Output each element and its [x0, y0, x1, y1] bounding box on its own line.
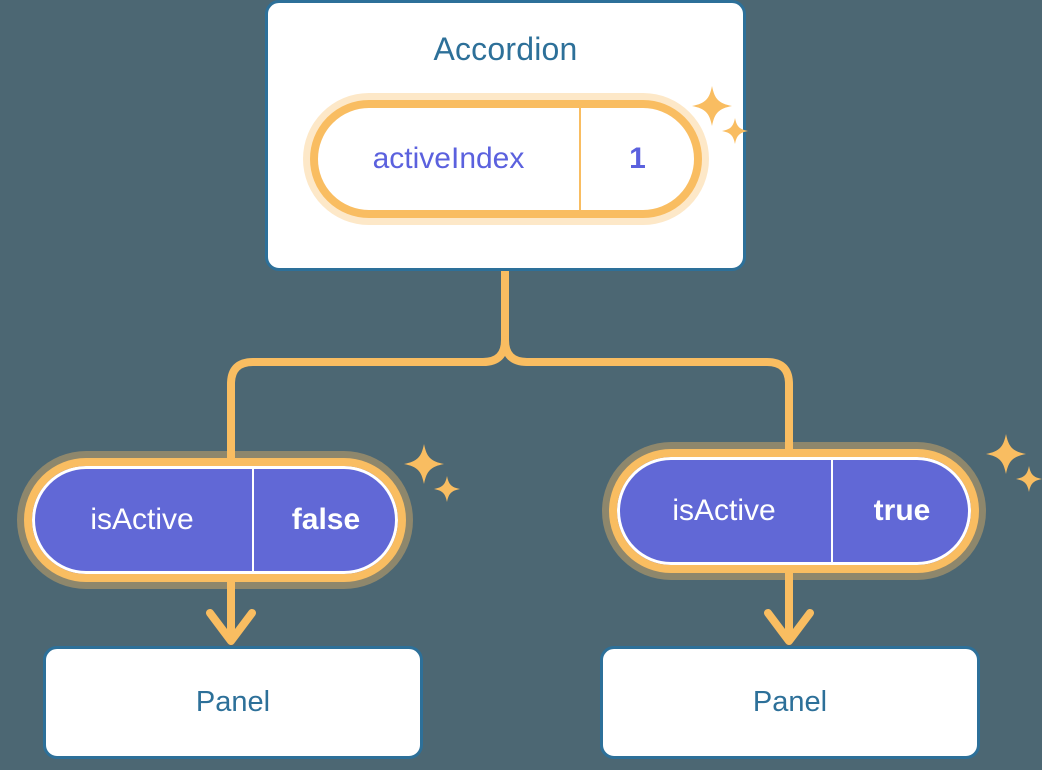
- sparkle-icon: [986, 434, 1042, 492]
- state-pill-isactive-true[interactable]: isActive true: [609, 449, 979, 573]
- sparkle-icon: [404, 444, 460, 502]
- sparkle-icon-small: [1016, 466, 1042, 492]
- panel-label: Panel: [195, 686, 271, 718]
- trunk-connector: [479, 267, 509, 366]
- panel-card-right[interactable]: Panel: [600, 646, 980, 759]
- branch-left-connector: [227, 358, 487, 466]
- state-key-label: isActive: [617, 457, 833, 565]
- state-value-label: 1: [629, 142, 646, 175]
- state-value-label: true: [873, 494, 931, 527]
- arrow-down-icon-left: [206, 609, 256, 645]
- trunk-connector-right: [501, 336, 531, 366]
- state-pill-activeindex[interactable]: activeIndex 1: [310, 100, 702, 218]
- arrow-left-group: [206, 582, 256, 645]
- panel-card-left[interactable]: Panel: [43, 646, 423, 759]
- arrow-right-group: [764, 573, 814, 645]
- sparkle-icon-large: [986, 434, 1026, 474]
- sparkle-group-false: [398, 440, 470, 512]
- sparkle-icon-small: [434, 476, 460, 502]
- page-title: Accordion: [433, 31, 578, 67]
- panel-label: Panel: [752, 686, 828, 718]
- state-key-label: isActive: [32, 466, 254, 574]
- branch-right-connector: [523, 358, 793, 457]
- state-key-label: activeIndex: [318, 108, 581, 210]
- sparkle-icon-large: [404, 444, 444, 484]
- arrow-down-icon-right: [764, 609, 814, 645]
- state-pill-isactive-false[interactable]: isActive false: [24, 458, 406, 582]
- sparkle-group-true: [980, 430, 1042, 502]
- state-value-label: false: [291, 503, 361, 536]
